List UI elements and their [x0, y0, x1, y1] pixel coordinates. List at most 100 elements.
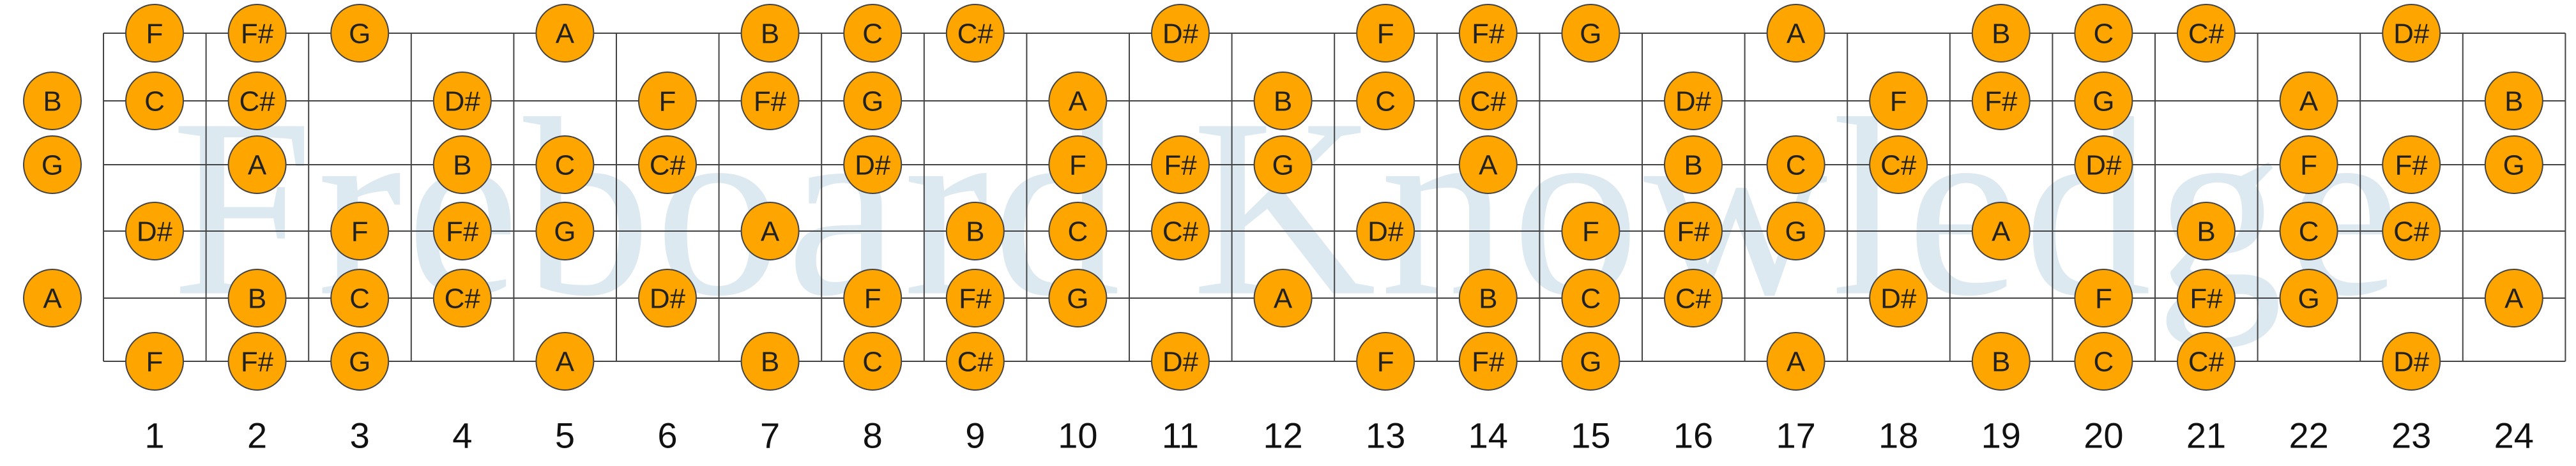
note-label: C# [2188, 19, 2225, 50]
note-fret-8-string-2: G [843, 71, 903, 130]
note-label: C# [1470, 86, 1507, 117]
note-circle [535, 4, 595, 63]
note-fret-2-string-6: F# [227, 332, 287, 391]
note-label: F [351, 216, 369, 248]
note-fret-2-string-1: F# [227, 4, 287, 63]
note-circle [330, 4, 390, 63]
note-label: G [2092, 86, 2114, 117]
note-fret-2-string-3: A [227, 135, 287, 194]
fret-number-9: 9 [965, 416, 985, 456]
note-label: A [1787, 347, 1806, 378]
note-label: B [1684, 150, 1702, 181]
note-fret-9-string-4: B [945, 202, 1005, 260]
note-label: B [248, 283, 266, 315]
note-fret-4-string-2: D# [432, 71, 492, 130]
fret-number-24: 24 [2494, 416, 2534, 456]
note-fret-11-string-4: C# [1151, 202, 1210, 260]
note-fret-19-string-4: A [1971, 202, 2031, 260]
fret-number-11: 11 [1162, 416, 1199, 456]
note-circle [843, 71, 903, 130]
note-fret-17-string-6: A [1766, 332, 1825, 391]
note-circle [2279, 269, 2338, 327]
note-circle [1869, 135, 1928, 194]
note-circle [843, 269, 903, 327]
note-label: B [761, 19, 779, 50]
note-fret-7-string-6: B [740, 332, 800, 391]
note-label: G [349, 19, 370, 50]
note-label: F# [1677, 216, 1710, 248]
note-label: C# [957, 347, 994, 378]
open-note-string-5: A [23, 269, 82, 327]
note-fret-23-string-1: D# [2382, 4, 2441, 63]
note-label: F [864, 283, 881, 315]
note-circle [2177, 332, 2236, 391]
note-label: C# [445, 283, 481, 315]
note-circle [1561, 269, 1620, 327]
note-circle [227, 71, 287, 130]
note-label: F [2095, 283, 2112, 315]
note-label: C [2094, 347, 2114, 378]
note-label: C# [650, 150, 686, 181]
note-fret-7-string-4: A [740, 202, 800, 260]
note-circle [227, 135, 287, 194]
fret-number-12: 12 [1263, 416, 1302, 456]
note-circle [1048, 135, 1108, 194]
note-fret-22-string-2: A [2279, 71, 2338, 130]
note-circle [1869, 71, 1928, 130]
note-fret-14-string-6: F# [1458, 332, 1518, 391]
note-circle [1971, 71, 2031, 130]
note-circle [2279, 202, 2338, 260]
note-fret-5-string-3: C [535, 135, 595, 194]
note-circle [330, 202, 390, 260]
note-fret-14-string-3: A [1458, 135, 1518, 194]
note-circle [1458, 269, 1518, 327]
note-circle [23, 135, 82, 194]
note-label: D# [650, 283, 686, 315]
note-fret-3-string-1: G [330, 4, 390, 63]
note-fret-23-string-3: F# [2382, 135, 2441, 194]
note-circle [2382, 202, 2441, 260]
note-fret-6-string-3: C# [638, 135, 697, 194]
note-fret-5-string-4: G [535, 202, 595, 260]
note-fret-10-string-4: C [1048, 202, 1108, 260]
note-circle [740, 71, 800, 130]
note-label: A [761, 216, 780, 248]
note-label: F# [2190, 283, 2223, 315]
note-fret-3-string-6: G [330, 332, 390, 391]
note-fret-1-string-1: F [125, 4, 184, 63]
note-label: F [1069, 150, 1086, 181]
note-label: G [42, 150, 63, 181]
note-circle [2074, 71, 2133, 130]
note-circle [1253, 269, 1313, 327]
note-label: G [2298, 283, 2319, 315]
note-fret-8-string-5: F [843, 269, 903, 327]
note-label: G [1785, 216, 1806, 248]
note-circle [227, 332, 287, 391]
fret-number-3: 3 [350, 416, 370, 456]
fret-number-13: 13 [1366, 416, 1405, 456]
fret-number-23: 23 [2391, 416, 2431, 456]
note-circle [23, 71, 82, 130]
note-circle [1766, 135, 1825, 194]
note-fret-24-string-2: B [2484, 71, 2543, 130]
note-circle [740, 332, 800, 391]
note-circle [1664, 202, 1723, 260]
note-circle [2074, 4, 2133, 63]
note-fret-9-string-5: F# [945, 269, 1005, 327]
note-circle [1151, 4, 1210, 63]
note-label: G [1067, 283, 1088, 315]
note-circle [1561, 202, 1620, 260]
note-label: F# [1164, 150, 1197, 181]
note-fret-24-string-5: A [2484, 269, 2543, 327]
note-circle [2279, 71, 2338, 130]
note-circle [1869, 269, 1928, 327]
note-fret-20-string-5: F [2074, 269, 2133, 327]
fret-number-22: 22 [2289, 416, 2328, 456]
note-label: B [2197, 216, 2215, 248]
note-label: D# [2085, 150, 2122, 181]
note-fret-11-string-6: D# [1151, 332, 1210, 391]
note-circle [2484, 135, 2543, 194]
note-circle [945, 4, 1005, 63]
note-fret-13-string-1: F [1356, 4, 1415, 63]
fret-number-17: 17 [1776, 416, 1815, 456]
